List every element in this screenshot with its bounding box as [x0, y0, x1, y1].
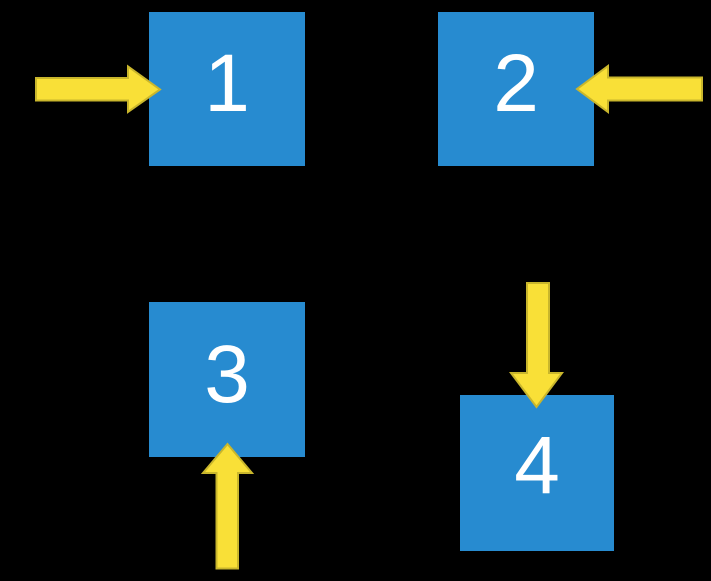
box-2-label: 2: [493, 38, 539, 129]
arrow-up-into-box-3-icon: [200, 442, 255, 570]
arrow-left-into-box-2-icon: [575, 64, 703, 114]
box-1-label: 1: [204, 38, 250, 129]
box-2: [438, 12, 594, 166]
box-1: [149, 12, 305, 166]
box-3-label: 3: [204, 329, 250, 420]
arrow-down-into-box-4-icon: [509, 282, 564, 409]
arrow-right-into-box-1-icon: [35, 64, 162, 114]
box-3: [149, 302, 305, 457]
box-4-label: 4: [514, 420, 560, 511]
box-4: [460, 395, 614, 551]
